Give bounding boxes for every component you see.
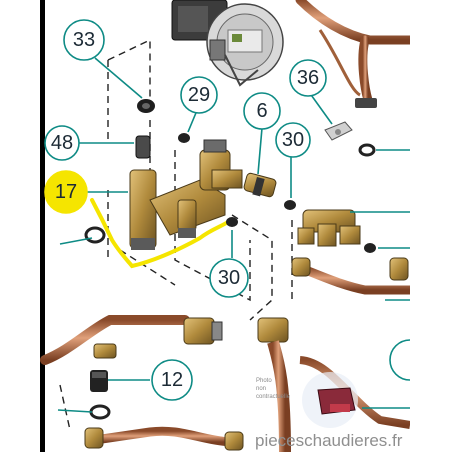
callout-30-upper-label: 30 (282, 129, 304, 151)
tee-fitting (297, 209, 361, 247)
nipple-6 (243, 172, 277, 198)
partial-callout-right (389, 339, 411, 381)
callout-33-label: 33 (73, 29, 95, 51)
bottom-pipe (84, 426, 244, 451)
clip-part (324, 121, 353, 141)
callout-29-label: 29 (188, 84, 210, 106)
callout-30-upper: 30 (275, 122, 311, 158)
mid-right-pipe (291, 257, 415, 295)
valve-block (129, 139, 243, 250)
callout-17: 17 (44, 170, 88, 214)
left-frame-bar (40, 0, 45, 452)
photo-note-line-2: non (256, 386, 266, 392)
watermark: pieceschaudieres.fr (255, 431, 403, 450)
callout-12-label: 12 (161, 369, 183, 391)
lower-left-pipe (40, 315, 223, 365)
product-thumbnail (302, 372, 358, 428)
callout-36-label: 36 (297, 67, 319, 89)
callout-30-lower-label: 30 (218, 267, 240, 289)
top-right-pipes (295, 0, 415, 108)
callout-33: 33 (63, 19, 105, 61)
highlight-outline (90, 198, 230, 269)
photo-note-line-1: Photo (256, 378, 272, 384)
right-edge-mask (410, 0, 452, 452)
callout-30-lower: 30 (209, 258, 249, 298)
callout-48-label: 48 (51, 132, 73, 154)
callout-6-label: 6 (256, 100, 267, 122)
callout-36: 36 (289, 59, 327, 97)
callout-29: 29 (180, 76, 218, 114)
leader-lines (57, 57, 410, 413)
pump-motor (171, 0, 284, 87)
callout-6: 6 (243, 92, 281, 130)
callout-17-label: 17 (55, 181, 77, 203)
fitting-12 (90, 370, 108, 392)
lower-center-pipe (257, 317, 291, 452)
fitting-48 (135, 135, 151, 159)
callout-12: 12 (151, 359, 193, 401)
washers (84, 99, 376, 420)
photo-note-line-3: contractuelle (256, 394, 291, 400)
photo-note: Photo non contractuelle (256, 378, 291, 400)
callout-48: 48 (44, 125, 80, 161)
